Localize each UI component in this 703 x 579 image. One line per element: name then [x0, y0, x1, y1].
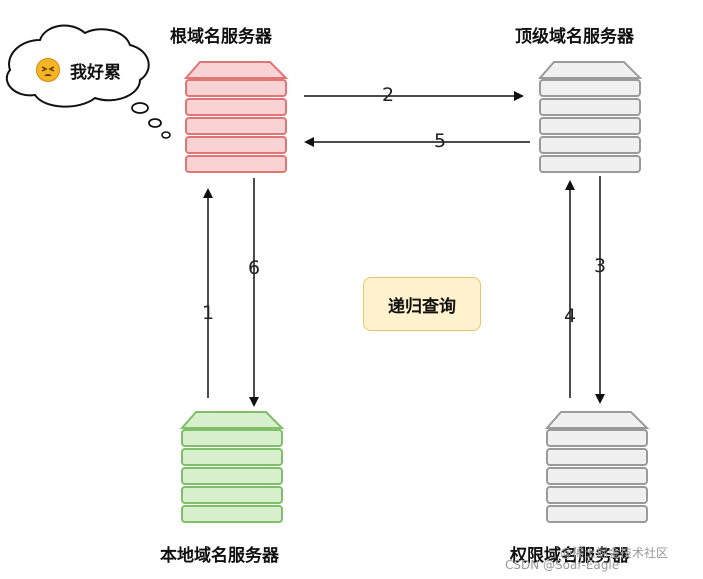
step-label-3: 3 — [594, 255, 607, 277]
step-label-2: 2 — [382, 84, 395, 106]
recursive-query-label: 递归查询 — [363, 277, 481, 331]
step-label-6: 6 — [248, 257, 261, 279]
tired-face-icon — [36, 58, 60, 82]
tld-server-label: 顶级域名服务器 — [515, 27, 634, 47]
thought-bubble-text: 我好累 — [70, 63, 121, 83]
authoritative-server-label: 权限域名服务器 — [510, 546, 629, 566]
watermark-line-1: @稀土掘金技术社区 — [560, 546, 669, 560]
watermark-line-2: CSDN @Soar-Eagle — [505, 558, 620, 572]
step-label-4: 4 — [564, 305, 577, 327]
local-server-label: 本地域名服务器 — [160, 546, 279, 566]
root-server-icon — [183, 61, 289, 173]
authoritative-server-icon — [544, 411, 650, 523]
local-server-icon — [179, 411, 285, 523]
thought-bubble — [5, 24, 171, 139]
tld-server-icon — [537, 61, 643, 173]
step-label-5: 5 — [434, 130, 447, 152]
step-label-1: 1 — [202, 302, 215, 324]
root-server-label: 根域名服务器 — [170, 27, 272, 47]
